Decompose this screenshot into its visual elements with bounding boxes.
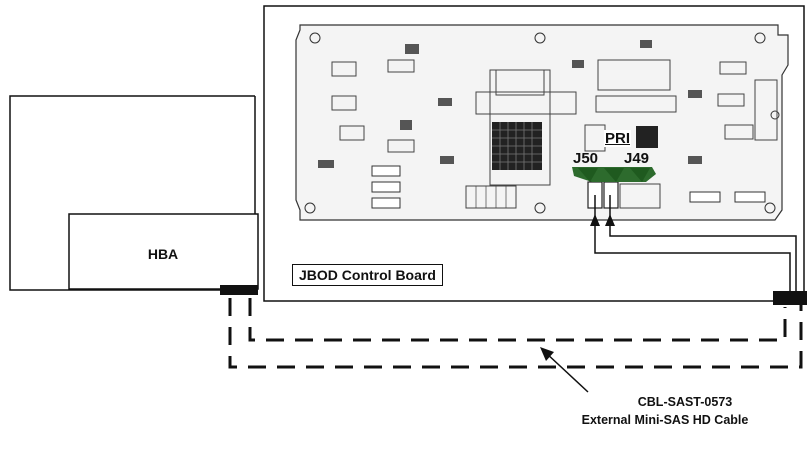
cable-description: External Mini-SAS HD Cable xyxy=(520,413,810,427)
port-j50-label: J50 xyxy=(573,150,598,167)
board-label: JBOD Control Board xyxy=(292,264,443,286)
hba-connector xyxy=(220,285,258,295)
cable-callout-line xyxy=(545,352,588,392)
cable-part-number: CBL-SAST-0573 xyxy=(560,395,810,409)
port-j49-label: J49 xyxy=(624,150,649,167)
external-cable xyxy=(230,298,801,367)
primary-port-label: PRI xyxy=(604,130,631,147)
hba-label: HBA xyxy=(68,246,258,262)
control-board xyxy=(296,25,788,220)
jbod-connector xyxy=(773,291,807,305)
